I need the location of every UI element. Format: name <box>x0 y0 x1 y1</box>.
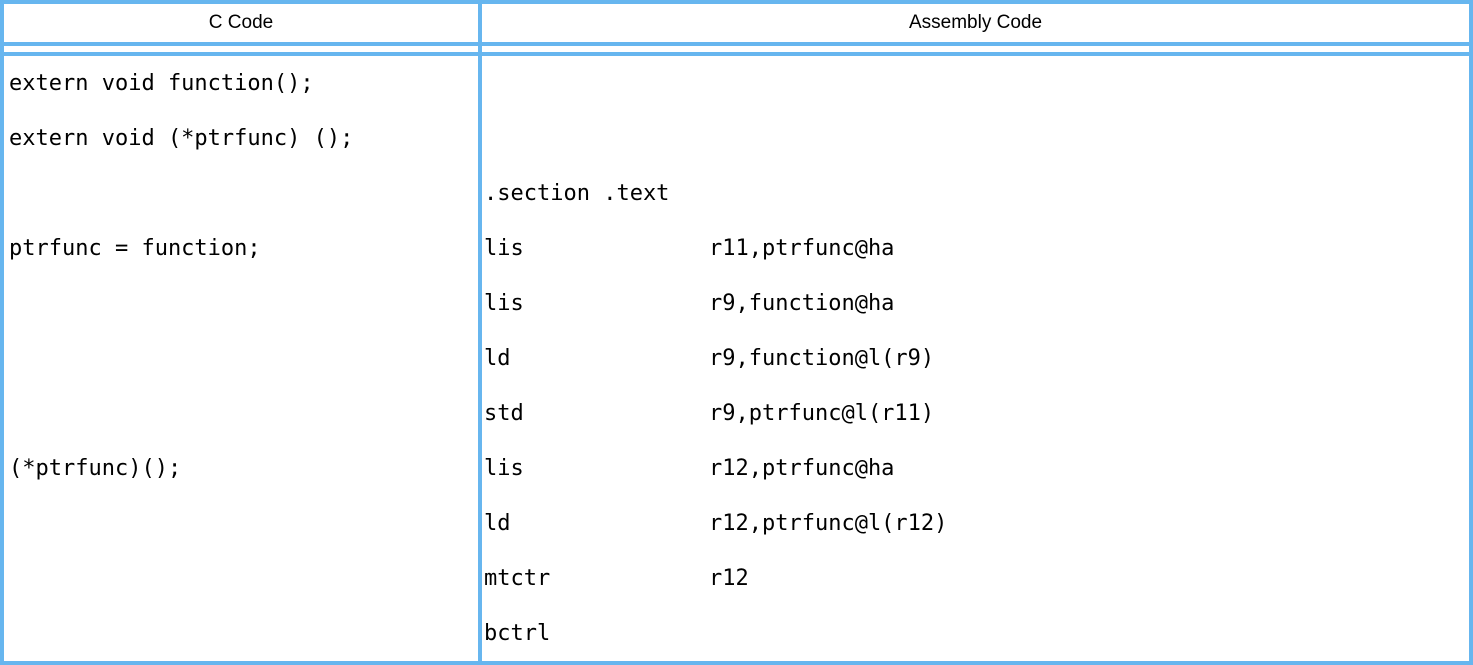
code-row: extern void function(); <box>4 56 1469 111</box>
table-body: extern void function(); extern void (*pt… <box>4 52 1469 661</box>
c-code-cell: extern void (*ptrfunc) (); <box>4 111 482 166</box>
code-row: bctrl <box>4 606 1469 661</box>
asm-code-cell <box>482 111 1469 166</box>
code-row: mtctr r12 <box>4 551 1469 606</box>
c-code-cell <box>4 386 482 441</box>
asm-operand: r11,ptrfunc@ha <box>709 236 895 261</box>
c-code-cell <box>4 496 482 551</box>
c-code-cell <box>4 551 482 606</box>
asm-mnemonic: .section .text <box>484 181 670 206</box>
asm-code-cell: lis r11,ptrfunc@ha <box>482 221 1469 276</box>
c-code-text: (*ptrfunc)(); <box>9 456 182 481</box>
header-body-divider-gap <box>4 46 1469 52</box>
asm-code-cell: ld r9,function@l(r9) <box>482 331 1469 386</box>
code-row: (*ptrfunc)(); lis r12,ptrfunc@ha <box>4 441 1469 496</box>
c-code-cell <box>4 331 482 386</box>
asm-operand: r9,ptrfunc@l(r11) <box>709 401 935 426</box>
asm-code-cell: bctrl <box>482 606 1469 661</box>
c-code-text: extern void (*ptrfunc) (); <box>9 126 354 151</box>
code-row: lis r9,function@ha <box>4 276 1469 331</box>
c-code-cell <box>4 606 482 661</box>
column-header-assembly-code: Assembly Code <box>482 4 1469 42</box>
asm-code-cell: lis r9,function@ha <box>482 276 1469 331</box>
divider-gap-left <box>4 46 482 52</box>
asm-code-cell: ld r12,ptrfunc@l(r12) <box>482 496 1469 551</box>
table-header-row: C Code Assembly Code <box>4 4 1469 46</box>
assembly-code-header-label: Assembly Code <box>908 12 1043 33</box>
asm-operand: r12 <box>709 566 749 591</box>
code-row: ld r12,ptrfunc@l(r12) <box>4 496 1469 551</box>
code-row: extern void (*ptrfunc) (); <box>4 111 1469 166</box>
asm-operand: r12,ptrfunc@l(r12) <box>709 511 948 536</box>
asm-code-cell: std r9,ptrfunc@l(r11) <box>482 386 1469 441</box>
c-code-text: ptrfunc = function; <box>9 236 261 261</box>
asm-code-cell: mtctr r12 <box>482 551 1469 606</box>
code-row: .section .text <box>4 166 1469 221</box>
asm-operand: r12,ptrfunc@ha <box>709 456 895 481</box>
asm-mnemonic: lis <box>484 291 524 316</box>
asm-mnemonic: mtctr <box>484 566 551 591</box>
asm-code-cell: .section .text <box>482 166 1469 221</box>
asm-operand: r9,function@l(r9) <box>709 346 935 371</box>
asm-mnemonic: bctrl <box>484 621 551 646</box>
c-code-cell: (*ptrfunc)(); <box>4 441 482 496</box>
asm-code-cell <box>482 56 1469 111</box>
code-row: std r9,ptrfunc@l(r11) <box>4 386 1469 441</box>
asm-mnemonic: lis <box>484 456 524 481</box>
c-code-header-label: C Code <box>208 12 274 33</box>
c-code-text: extern void function(); <box>9 71 314 96</box>
asm-mnemonic: ld <box>484 511 511 536</box>
asm-mnemonic: lis <box>484 236 524 261</box>
asm-operand: r9,function@ha <box>709 291 895 316</box>
code-row: ptrfunc = function; lis r11,ptrfunc@ha <box>4 221 1469 276</box>
asm-mnemonic: ld <box>484 346 511 371</box>
c-code-cell: ptrfunc = function; <box>4 221 482 276</box>
column-header-c-code: C Code <box>4 4 482 42</box>
asm-code-cell: lis r12,ptrfunc@ha <box>482 441 1469 496</box>
c-code-cell: extern void function(); <box>4 56 482 111</box>
asm-mnemonic: std <box>484 401 524 426</box>
code-row: ld r9,function@l(r9) <box>4 331 1469 386</box>
c-code-cell <box>4 166 482 221</box>
c-code-cell <box>4 276 482 331</box>
